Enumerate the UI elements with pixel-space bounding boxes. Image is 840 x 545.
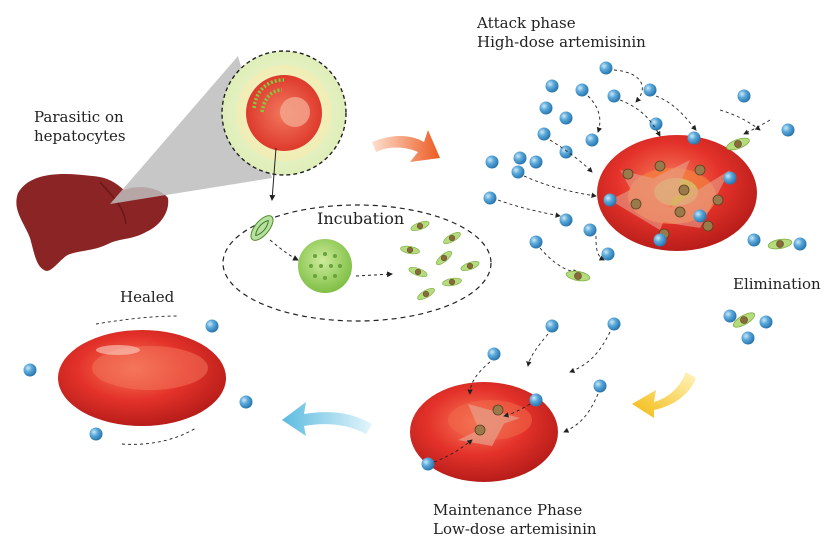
label-parasitic: Parasitic on hepatocytes — [34, 108, 126, 146]
arrow-to-maintenance — [632, 372, 696, 418]
label-maintenance: Maintenance Phase Low-dose artemisinin — [433, 501, 597, 539]
elimination-cluster — [723, 309, 773, 345]
healed-flow-lines — [95, 315, 197, 445]
label-attack-line1: Attack phase — [477, 14, 576, 32]
label-parasitic-line2: hepatocytes — [34, 127, 126, 145]
arrow-to-healed — [282, 402, 372, 436]
hepatocyte-zoom — [221, 50, 347, 201]
label-elimination: Elimination — [733, 275, 821, 293]
schizont — [298, 239, 352, 293]
incubation-group — [222, 204, 492, 322]
label-attack-line2: High-dose artemisinin — [477, 33, 646, 51]
attack-rbc — [597, 135, 757, 251]
label-healed: Healed — [120, 288, 175, 306]
label-incubation: Incubation — [317, 209, 405, 228]
label-maintenance-line1: Maintenance Phase — [433, 501, 583, 519]
healed-rbc — [58, 330, 226, 426]
sporozoite — [250, 215, 274, 241]
maintenance-drug-paths — [433, 331, 611, 463]
label-parasitic-line1: Parasitic on — [34, 108, 124, 126]
arrow-to-attack — [372, 130, 440, 162]
label-maintenance-line2: Low-dose artemisinin — [433, 520, 597, 538]
merozoites — [399, 219, 481, 303]
maintenance-rbc — [410, 382, 558, 482]
label-attack: Attack phase High-dose artemisinin — [477, 14, 646, 52]
